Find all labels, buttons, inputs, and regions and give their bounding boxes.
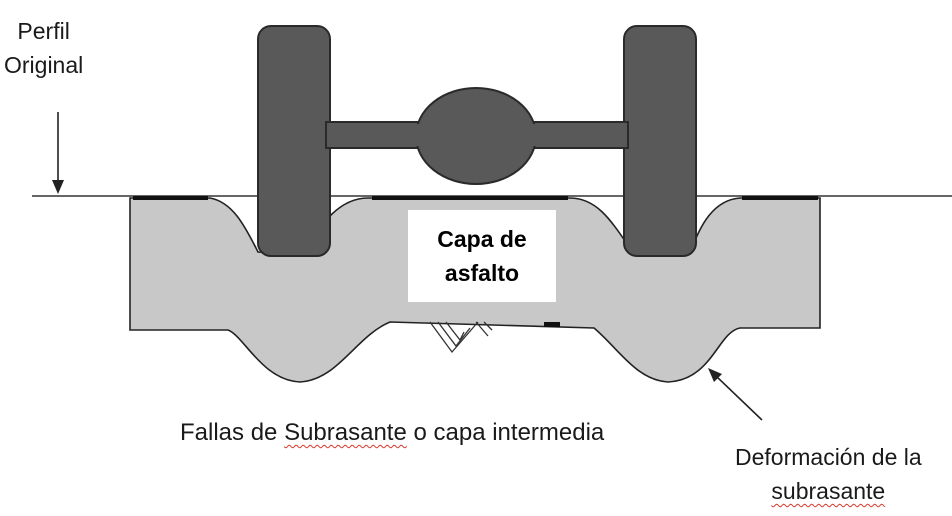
capa-label-line2: asfalto [444, 260, 520, 286]
left-tire [257, 25, 331, 257]
perfil-label-line2: Original [4, 52, 84, 78]
deformacion-label-line2: subrasante [771, 478, 886, 504]
perfil-arrow [52, 112, 64, 194]
fallas-caption: Fallas de Subrasante o capa intermedia [180, 418, 604, 448]
deformacion-label-line1: Deformación de la [735, 444, 922, 470]
failure-mark [544, 322, 560, 327]
right-tire [623, 25, 697, 257]
capa-asfalto-label: Capa de asfalto [408, 222, 556, 290]
perfil-original-label: Perfil Original [4, 14, 83, 82]
failure-hatch [429, 321, 493, 354]
fallas-caption-start: Fallas de [180, 419, 285, 446]
fallas-spellcheck-word: Subrasante [284, 419, 407, 446]
capa-label-background [408, 210, 556, 302]
fallas-caption-end: o capa intermedia [406, 419, 605, 446]
deformacion-label: Deformación de la subrasante [735, 440, 922, 508]
deformacion-arrow [708, 368, 763, 421]
capa-label-line1: Capa de [437, 226, 527, 252]
perfil-label-line1: Perfil [17, 18, 70, 44]
